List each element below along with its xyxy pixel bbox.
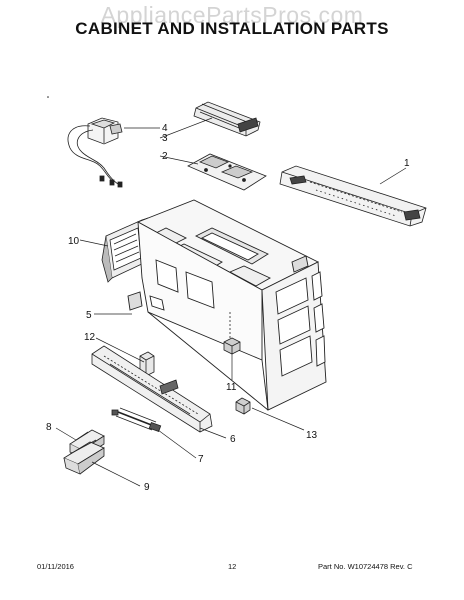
callout-4: 4 bbox=[162, 123, 168, 134]
part-1-mounting-rail bbox=[279, 165, 427, 227]
leader-lines bbox=[55, 117, 407, 487]
callout-6: 6 bbox=[230, 434, 236, 445]
callout-7: 7 bbox=[198, 454, 204, 465]
callout-11: 11 bbox=[226, 382, 237, 393]
callout-8: 8 bbox=[46, 422, 52, 433]
watermark-text: AppliancePartsPros.com bbox=[100, 2, 364, 28]
part-2-bracket-plate bbox=[187, 153, 267, 191]
part-11-foot bbox=[223, 312, 241, 355]
main-cabinet bbox=[127, 199, 327, 411]
callout-10: 10 bbox=[68, 236, 80, 247]
callout-2: 2 bbox=[162, 151, 168, 162]
page-title: CABINET AND INSTALLATION PARTS bbox=[75, 19, 389, 38]
footer-part-number: Part No. W10724478 Rev. C bbox=[318, 562, 413, 571]
stray-dot bbox=[47, 96, 49, 98]
part-6-front-trim bbox=[91, 345, 213, 433]
part-9-latch bbox=[63, 439, 105, 475]
callout-3: 3 bbox=[162, 133, 168, 144]
callout-5: 5 bbox=[86, 310, 92, 321]
callout-13: 13 bbox=[306, 430, 318, 441]
callout-9: 9 bbox=[144, 482, 150, 493]
callout-12: 12 bbox=[84, 332, 96, 343]
part-3-vent-damper bbox=[193, 101, 261, 137]
part-7-wire-connector bbox=[111, 407, 162, 433]
footer-page-number: 12 bbox=[228, 562, 237, 571]
callout-1: 1 bbox=[404, 158, 410, 169]
part-13-block bbox=[235, 397, 251, 415]
part-4-wire-harness bbox=[67, 117, 123, 188]
footer-date: 01/11/2016 bbox=[37, 562, 74, 571]
